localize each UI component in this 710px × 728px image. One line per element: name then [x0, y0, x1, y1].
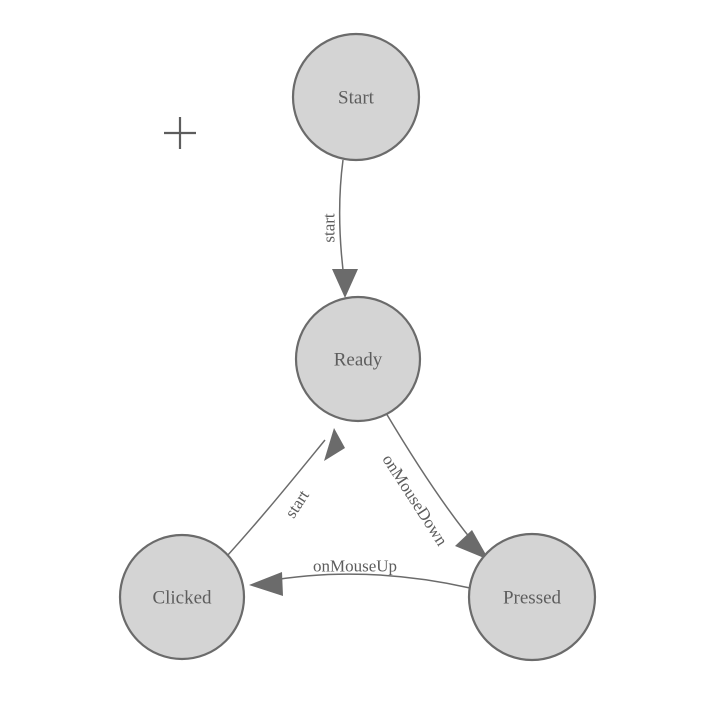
node-label: Pressed: [503, 588, 562, 609]
edge-label: onMouseDown: [378, 451, 451, 550]
node-label: Ready: [334, 350, 383, 371]
node-pressed[interactable]: Pressed: [467, 532, 597, 662]
edge-arrowhead-icon: [249, 572, 283, 596]
edge-label: start: [281, 486, 313, 521]
cursor-layer: [164, 117, 196, 149]
edge-arrowhead-icon: [455, 530, 489, 560]
edge-line: [226, 439, 326, 557]
node-label: Clicked: [152, 588, 212, 609]
edge-arrowhead-icon: [324, 428, 345, 461]
edge-label: start: [320, 213, 339, 243]
node-shape[interactable]: [118, 533, 246, 661]
edge-label: onMouseUp: [313, 557, 397, 576]
edge-line: [267, 573, 471, 589]
node-start[interactable]: Start: [291, 32, 421, 162]
node-shape[interactable]: [291, 32, 421, 162]
edge-pressed-to-clicked[interactable]: onMouseUp: [249, 557, 471, 597]
node-label: Start: [338, 88, 375, 109]
crosshair-icon: [164, 117, 196, 149]
node-ready[interactable]: Ready: [294, 295, 422, 423]
node-clicked[interactable]: Clicked: [118, 533, 246, 661]
edge-arrowhead-icon: [332, 269, 358, 298]
edge-line: [338, 159, 346, 287]
edge-clicked-to-ready[interactable]: start: [226, 428, 345, 557]
edge-start-to-ready[interactable]: start: [320, 159, 359, 298]
node-shape[interactable]: [467, 532, 597, 662]
node-shape[interactable]: [294, 295, 422, 423]
edge-ready-to-pressed[interactable]: onMouseDown: [378, 412, 489, 560]
